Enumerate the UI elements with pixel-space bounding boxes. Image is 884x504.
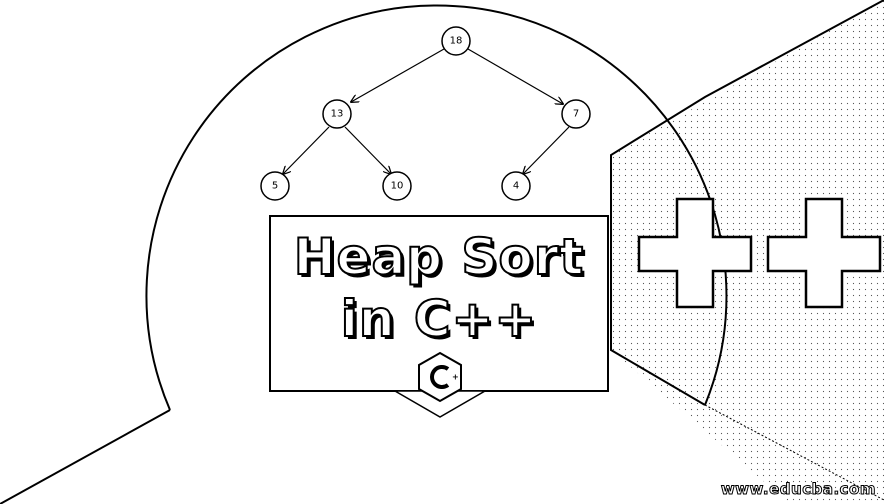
tree-node-root: 18 — [441, 26, 471, 56]
tree-node-left-left: 5 — [260, 171, 290, 201]
edge-root-left — [351, 48, 445, 102]
tree-node-left-right: 10 — [382, 171, 412, 201]
edge-root-right — [467, 48, 563, 104]
plus-icon — [637, 197, 753, 309]
tree-node-right: 7 — [561, 99, 591, 129]
bottom-left-line — [0, 409, 171, 504]
site-watermark: www.educba.com — [720, 480, 876, 499]
background-circle — [145, 4, 728, 411]
svg-text:13: 13 — [331, 109, 344, 120]
svg-text:18: 18 — [450, 36, 463, 47]
edge-left-leftleft — [283, 126, 330, 174]
tree-node-left: 13 — [322, 99, 352, 129]
wedge-outline — [610, 0, 884, 501]
edge-right-rightleft — [523, 126, 570, 174]
plus-icon — [766, 197, 882, 309]
svg-text:4: 4 — [513, 181, 519, 192]
edge-left-leftright — [344, 126, 391, 174]
svg-text:5: 5 — [272, 181, 278, 192]
svg-text:+: + — [452, 373, 459, 382]
svg-text:10: 10 — [391, 181, 404, 192]
svg-text:7: 7 — [573, 109, 579, 120]
cpp-logo-icon: + — [418, 351, 462, 403]
tree-edges — [283, 48, 570, 174]
tree-node-right-left: 4 — [501, 171, 531, 201]
title-line-2: in C++ — [340, 290, 538, 348]
title-line-1: Heap Sort — [293, 228, 585, 286]
